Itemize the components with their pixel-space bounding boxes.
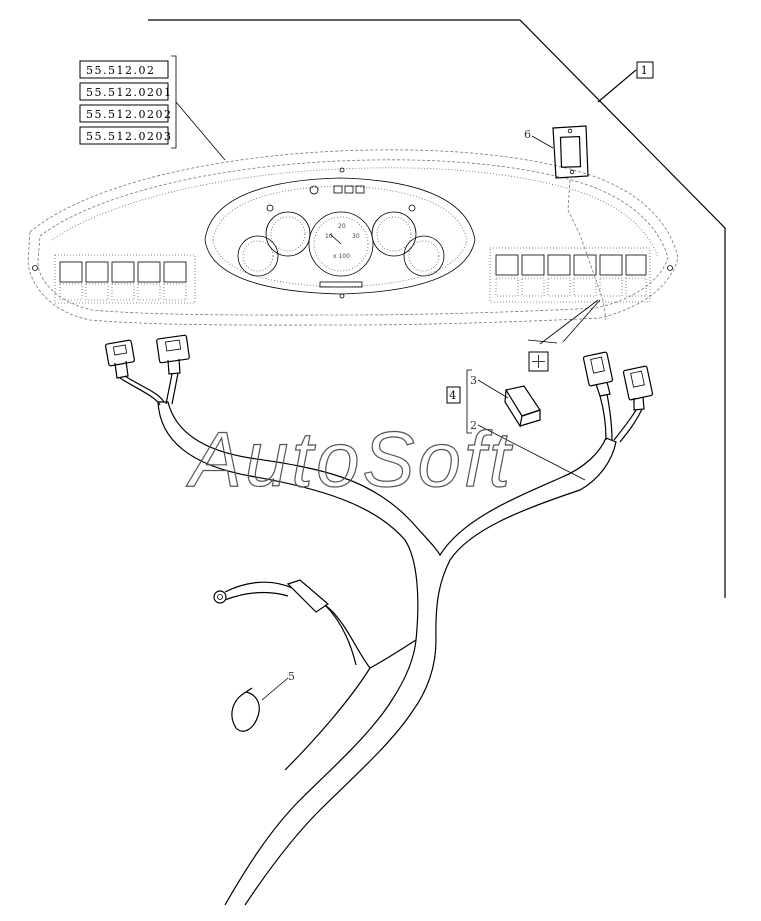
outline-leader bbox=[148, 19, 726, 598]
reference-box-3 bbox=[79, 104, 169, 123]
callout-1-leader bbox=[597, 69, 637, 103]
right-switch-bank bbox=[489, 247, 651, 303]
cluster-warning-lamps bbox=[266, 185, 416, 212]
tach-tick-10: 10 bbox=[325, 233, 333, 240]
temp-gauge bbox=[237, 235, 279, 277]
callout-5-label: 5 bbox=[288, 670, 295, 683]
connector-left-a bbox=[105, 339, 135, 379]
reference-label-4: 55.512.0203 bbox=[86, 130, 172, 143]
instrument-cluster: 10 20 30 x 100 bbox=[204, 167, 476, 299]
ground-strap bbox=[213, 579, 329, 613]
reference-box-2 bbox=[79, 82, 169, 101]
left-switch-bank bbox=[54, 254, 196, 304]
cable-clip-5: 5 bbox=[231, 670, 295, 732]
reference-box-4 bbox=[79, 126, 169, 145]
tach-tick-20: 20 bbox=[338, 223, 346, 230]
connector-right-b bbox=[622, 365, 654, 411]
fuel-gauge-right bbox=[371, 211, 417, 257]
callout-1-label: 1 bbox=[641, 64, 650, 77]
tach-tick-30: 30 bbox=[352, 233, 360, 240]
reference-label-1: 55.512.02 bbox=[86, 64, 155, 77]
callout-3-label: 3 bbox=[470, 374, 477, 387]
reference-box-1 bbox=[79, 60, 169, 79]
wiring-harness: 5 bbox=[157, 401, 617, 906]
tachometer bbox=[308, 211, 374, 277]
right-connectors bbox=[582, 351, 654, 443]
callout-group-4: 4 3 2 bbox=[446, 369, 586, 481]
connector-left-b bbox=[156, 334, 190, 375]
reference-label-2: 55.512.0201 bbox=[86, 86, 172, 99]
callout-box-1: 1 bbox=[636, 61, 654, 79]
rocker-switch-6: 6 bbox=[524, 125, 607, 321]
fuel-gauge-left bbox=[265, 211, 311, 257]
tach-unit: x 100 bbox=[333, 253, 350, 260]
reference-label-3: 55.512.0202 bbox=[86, 108, 172, 121]
callout-2-label: 2 bbox=[470, 419, 477, 432]
callout-6-label: 6 bbox=[524, 128, 531, 141]
oil-gauge bbox=[403, 235, 445, 277]
connector-right-a bbox=[582, 351, 614, 397]
watermark: AutoSoft bbox=[186, 415, 514, 503]
dashboard-panel: 10 20 30 x 100 bbox=[27, 149, 679, 326]
reference-leader bbox=[175, 101, 226, 161]
reference-stack: 55.512.02 55.512.0201 55.512.0202 55.512… bbox=[79, 55, 226, 161]
callout-4-label: 4 bbox=[449, 389, 458, 402]
connector-callout-right bbox=[527, 299, 601, 372]
left-connectors bbox=[105, 334, 190, 406]
